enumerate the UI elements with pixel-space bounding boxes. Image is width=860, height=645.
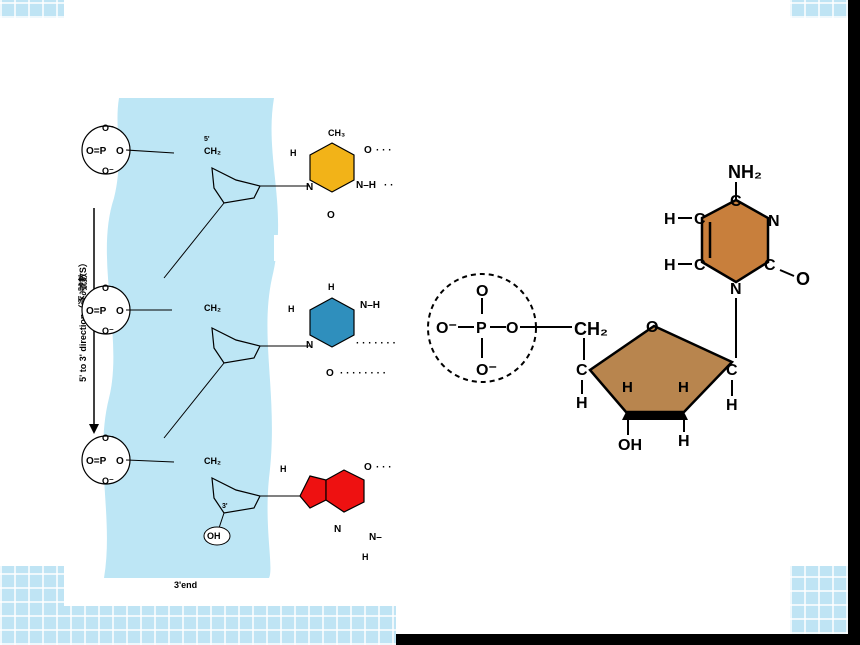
svg-text:N: N xyxy=(768,213,780,230)
svg-text:NH₂: NH₂ xyxy=(728,162,762,182)
svg-text:N: N xyxy=(306,182,313,193)
guanine-base: H O N N– H · · · xyxy=(280,462,392,562)
three-prime-end-label: 3'end xyxy=(174,580,197,590)
svg-text:OH: OH xyxy=(207,531,221,541)
nucleotide-structure: NH₂ C N C O N C C H H O P O⁻ O O⁻ CH₂ O … xyxy=(427,162,810,454)
svg-text:O⁻: O⁻ xyxy=(476,362,497,379)
oh-group-3prime xyxy=(203,526,231,546)
svg-text:O: O xyxy=(116,456,124,467)
svg-text:CH₂: CH₂ xyxy=(204,303,221,313)
svg-text:C: C xyxy=(764,257,776,274)
svg-text:O⁻: O⁻ xyxy=(102,166,114,176)
black-bar-right xyxy=(848,0,860,645)
dna-strand-diagram: 5' to 3' direction（逐∂號數S） O⁻ O=P O O⁻ 5'… xyxy=(64,98,399,606)
svg-text:C: C xyxy=(576,362,588,379)
svg-text:· ·: · · xyxy=(384,180,393,191)
decor-band-top-right xyxy=(790,0,850,18)
svg-text:C: C xyxy=(694,257,706,274)
svg-text:O: O xyxy=(646,319,658,336)
svg-text:H: H xyxy=(664,211,676,228)
svg-text:O: O xyxy=(116,306,124,317)
svg-text:H: H xyxy=(288,304,295,314)
svg-text:H: H xyxy=(678,379,689,396)
deoxyribose-ring xyxy=(588,324,735,414)
svg-text:O: O xyxy=(476,283,488,300)
svg-text:O: O xyxy=(796,269,810,289)
svg-text:O⁻: O⁻ xyxy=(102,123,114,133)
svg-text:N: N xyxy=(730,281,742,298)
thymine-base: CH₃ H O N–H N O · · · · · xyxy=(290,128,393,221)
svg-text:O: O xyxy=(326,368,334,379)
svg-text:O: O xyxy=(506,320,518,337)
cytosine-ring xyxy=(700,198,770,284)
svg-text:· · ·: · · · xyxy=(376,462,392,473)
svg-text:O⁻: O⁻ xyxy=(102,326,114,336)
svg-text:P: P xyxy=(476,320,487,337)
svg-text:C: C xyxy=(730,193,742,210)
svg-text:N–: N– xyxy=(369,532,382,543)
svg-text:H: H xyxy=(664,257,676,274)
svg-text:O⁻: O⁻ xyxy=(436,320,457,337)
svg-text:O⁻: O⁻ xyxy=(102,283,114,293)
svg-text:H: H xyxy=(328,282,335,292)
svg-text:O=P: O=P xyxy=(86,456,107,467)
cytosine-base: H H N–H N O · · · · · · · · · · · · · · … xyxy=(288,282,396,379)
decor-band-top-left xyxy=(0,0,64,18)
svg-text:H: H xyxy=(290,148,297,158)
decor-band-bottom-right xyxy=(790,566,850,634)
black-bar-bottom xyxy=(396,634,860,645)
prime3-label: 3' xyxy=(222,503,228,510)
svg-text:O: O xyxy=(364,145,372,156)
svg-text:H: H xyxy=(622,379,633,396)
svg-text:CH₃: CH₃ xyxy=(328,128,345,138)
svg-text:H: H xyxy=(362,552,369,562)
svg-text:C: C xyxy=(694,211,706,228)
svg-text:N: N xyxy=(334,524,341,535)
svg-text:C: C xyxy=(726,362,738,379)
svg-text:O: O xyxy=(327,210,335,221)
svg-text:CH₂: CH₂ xyxy=(204,146,221,156)
svg-text:O=P: O=P xyxy=(86,306,107,317)
phosphate-group-2: O⁻ O=P O O⁻ xyxy=(81,283,131,336)
prime5-label: 5' xyxy=(204,136,210,143)
svg-text:H: H xyxy=(726,397,738,414)
svg-text:H: H xyxy=(576,395,588,412)
svg-text:CH₂: CH₂ xyxy=(204,456,221,466)
backbone-background xyxy=(103,98,279,578)
svg-text:O=P: O=P xyxy=(86,146,107,157)
svg-text:· · · · · · · ·: · · · · · · · · xyxy=(340,368,386,379)
svg-text:O⁻: O⁻ xyxy=(102,476,114,486)
svg-text:OH: OH xyxy=(618,437,642,454)
svg-text:N: N xyxy=(306,340,313,351)
phosphate-group-3: O⁻ O=P O O⁻ xyxy=(81,433,131,486)
svg-text:N–H: N–H xyxy=(360,300,380,311)
direction-label: 5' to 3' direction（逐∂號數S） xyxy=(77,258,88,382)
svg-text:CH₂: CH₂ xyxy=(574,319,608,339)
svg-text:O⁻: O⁻ xyxy=(102,433,114,443)
svg-text:O: O xyxy=(116,146,124,157)
svg-text:H: H xyxy=(678,433,690,450)
svg-text:· · · · · · ·: · · · · · · · xyxy=(356,338,396,349)
svg-text:H: H xyxy=(280,464,287,474)
svg-text:O: O xyxy=(364,462,372,473)
svg-text:N–H: N–H xyxy=(356,180,376,191)
sugar-ring-2 xyxy=(211,326,261,364)
sugar-ring-3 xyxy=(211,476,261,514)
svg-text:· · ·: · · · xyxy=(376,145,392,156)
sugar-ring-1 xyxy=(211,166,261,204)
